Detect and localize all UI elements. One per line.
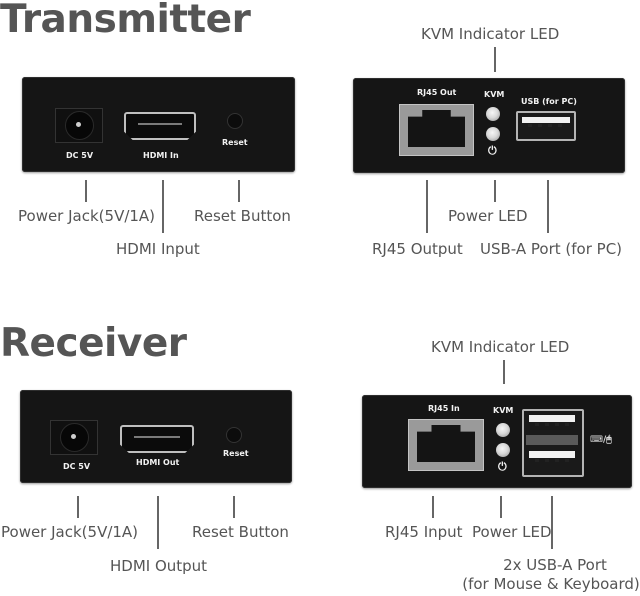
callout-line-power-jack [77,496,79,518]
callout-reset-button: Reset Button [192,523,289,541]
transmitter-front-panel: DC 5V HDMI In Reset [22,77,295,172]
callout-usb-a-ports-line2: (for Mouse & Keyboard) [462,575,640,593]
callout-hdmi-output: HDMI Output [110,557,208,575]
callout-power-jack: Power Jack(5V/1A) [18,207,156,225]
port-label-reset: Reset [223,449,249,458]
hdmi-port [124,112,196,140]
transmitter-rear-panel: RJ45 Out KVM ⏻ USB (for PC) [353,78,625,173]
callout-line-power-led [500,496,502,518]
dc-jack-ring [65,111,94,140]
receiver-rear-panel: RJ45 In KVM ⏻ ⌨/🖱 [362,395,632,488]
port-label-dc: DC 5V [66,151,94,160]
usb-a-port [516,111,576,141]
port-label-rj45: RJ45 Out [417,88,457,97]
kvm-led [486,107,500,121]
port-label-kvm: KVM [484,90,505,99]
power-icon: ⏻ [498,460,507,473]
port-label-rj45: RJ45 In [428,404,460,413]
power-icon: ⏻ [488,144,497,157]
port-label-reset: Reset [222,138,248,147]
callout-power-jack: Power Jack(5V/1A) [1,523,139,541]
reset-button [226,427,242,443]
usb-a-port-stack [522,409,584,477]
dc-jack-pin [76,122,81,127]
port-label-hdmi: HDMI Out [136,458,180,467]
callout-line-power-jack [85,180,87,202]
port-label-hdmi: HDMI In [143,151,179,160]
callout-usb-a-port: USB-A Port (for PC) [480,240,623,258]
callout-line-kvm-led [494,47,496,72]
receiver-title: Receiver [0,321,187,366]
power-led [486,127,500,141]
callout-kvm-led: KVM Indicator LED [421,25,560,43]
callout-hdmi-input: HDMI Input [116,240,200,258]
callout-power-led: Power LED [472,523,552,541]
callout-line-usb [551,496,553,549]
callout-usb-a-ports-line1: 2x USB-A Port [503,556,607,574]
callout-kvm-led: KVM Indicator LED [431,338,570,356]
port-label-usb: USB (for PC) [521,97,577,106]
callout-line-kvm-led [503,360,505,384]
callout-line-power-led [494,180,496,202]
callout-line-usb [547,180,549,233]
callout-line-hdmi [157,496,159,549]
port-label-kvm: KVM [493,406,514,415]
callout-line-reset [233,496,235,518]
dc-jack [50,420,98,455]
dc-jack-pin [71,434,76,439]
callout-rj45-input: RJ45 Input [385,523,463,541]
callout-line-rj45 [426,180,428,233]
receiver-front-panel: DC 5V HDMI Out Reset [20,390,292,483]
reset-button [227,113,243,129]
callout-line-hdmi [162,180,164,233]
callout-rj45-output: RJ45 Output [372,240,463,258]
rj45-port [408,419,484,471]
callout-line-reset [238,180,240,202]
callout-power-led: Power LED [448,207,528,225]
port-label-dc: DC 5V [63,462,91,471]
keyboard-mouse-icon: ⌨/🖱 [590,435,612,445]
dc-jack [55,108,103,143]
rj45-port [399,104,474,156]
transmitter-title: Transmitter [0,0,251,42]
callout-line-rj45 [432,496,434,518]
kvm-led [496,423,510,437]
hdmi-port [120,425,194,453]
callout-reset-button: Reset Button [194,207,291,225]
power-led [496,443,510,457]
